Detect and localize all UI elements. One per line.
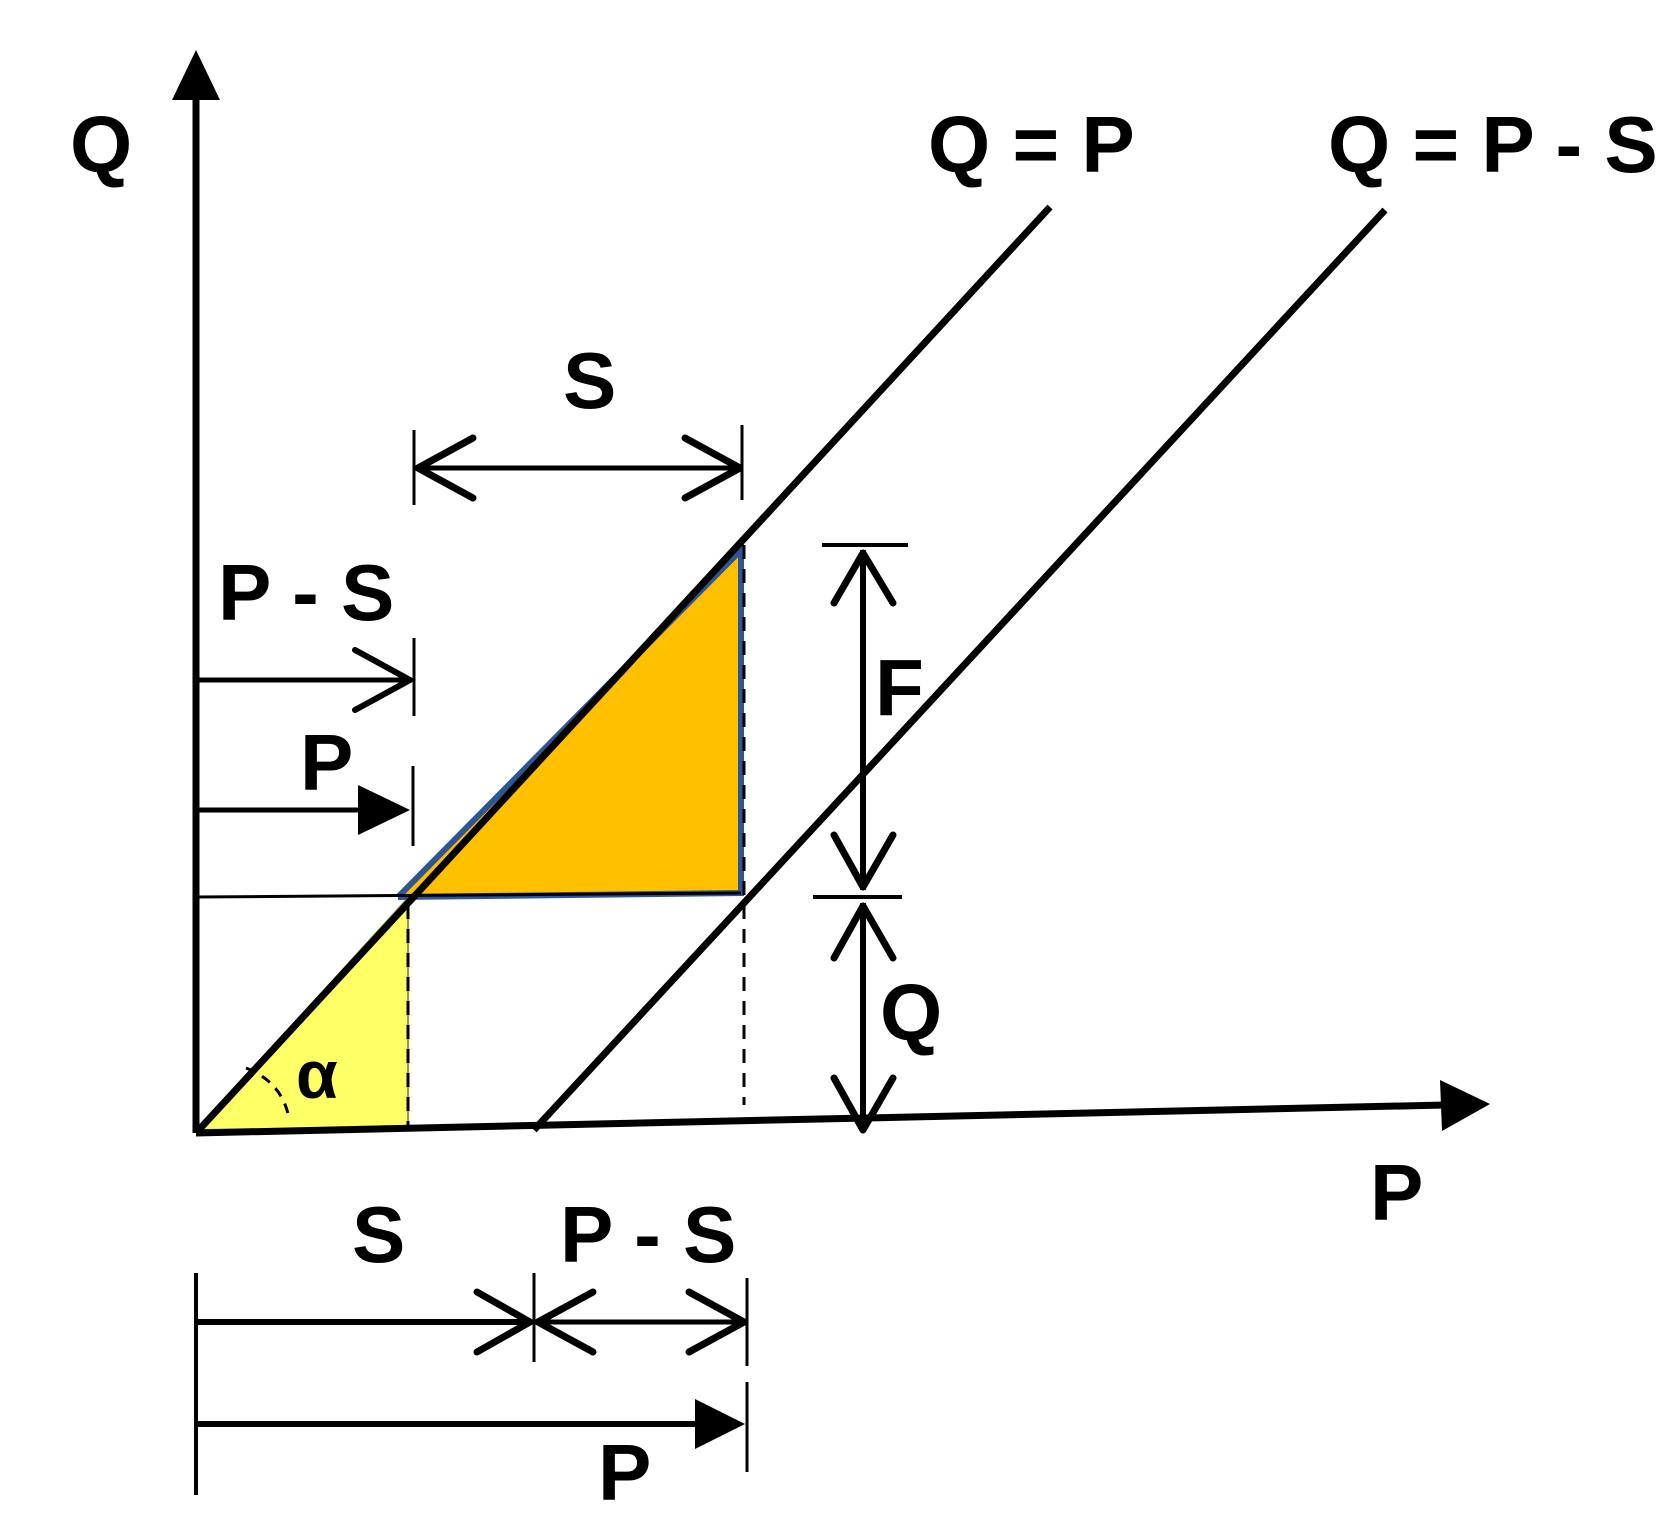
p-minus-s-left-label: P - S: [218, 548, 394, 637]
f-arrowhead-bottom: [830, 831, 897, 891]
q-level-line: [195, 891, 742, 899]
alpha-angle-arc: [245, 1066, 291, 1119]
p-axis-arrowhead: [1440, 1080, 1490, 1131]
s-top-arrowhead-right: [681, 434, 744, 502]
p-minus-s-bottom-arrowhead-right: [685, 1288, 748, 1356]
p-axis-line: [195, 1101, 1446, 1137]
q-right-arrowhead-top: [830, 902, 897, 962]
f-arrowhead-top: [830, 549, 897, 607]
line-q-eq-p-minus-s: [531, 207, 1388, 1133]
p-minus-s-bottom-arrowhead-left: [534, 1288, 597, 1356]
alpha-label: α: [296, 1037, 338, 1113]
s-bottom-label: S: [352, 1190, 405, 1279]
line-q-eq-p: [193, 204, 1053, 1136]
q-right-arrowhead-bottom: [830, 1074, 897, 1134]
p-bottom-label: P: [598, 1428, 651, 1517]
p-left-arrowhead: [358, 785, 410, 835]
line-q-eq-p-label: Q = P: [928, 100, 1135, 189]
q-right-label: Q: [880, 968, 942, 1057]
s-top-label: S: [563, 336, 616, 425]
p-left-label: P: [300, 718, 353, 807]
p-axis-label: P: [1370, 1148, 1423, 1237]
q-axis-arrowhead: [172, 50, 220, 100]
s-top-arrowhead-left: [414, 434, 477, 502]
p-minus-s-left-arrowhead: [352, 647, 413, 713]
p-bottom-arrowhead: [695, 1399, 745, 1449]
s-bottom-arrowhead: [473, 1288, 534, 1356]
f-label: F: [875, 643, 924, 732]
p-minus-s-bottom-label: P - S: [560, 1190, 736, 1279]
line-q-eq-p-minus-s-label: Q = P - S: [1328, 100, 1658, 189]
q-axis-label: Q: [70, 100, 132, 189]
